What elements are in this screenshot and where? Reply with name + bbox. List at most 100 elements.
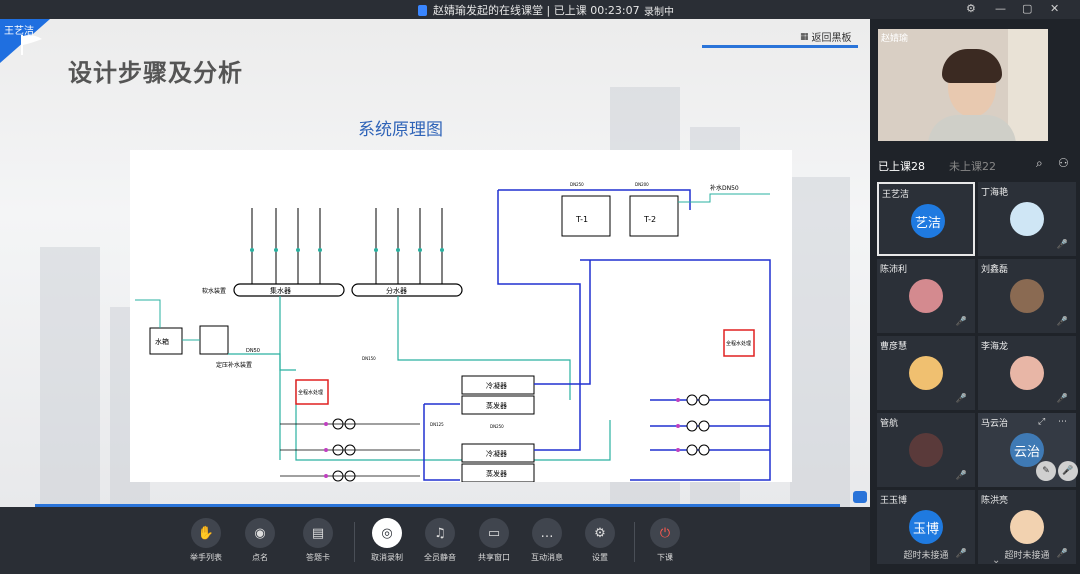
- participant-tile[interactable]: 马云治 云治 ✎ 🎤 ⤢ ⋯: [978, 413, 1078, 487]
- svg-text:定压补水装置: 定压补水装置: [216, 361, 252, 369]
- mic-off-icon: 🎤: [1056, 549, 1068, 559]
- close-icon[interactable]: ✕: [1050, 2, 1060, 15]
- gear-icon: ⚙: [585, 518, 615, 548]
- svg-text:DN50: DN50: [246, 348, 260, 354]
- svg-text:DN200: DN200: [635, 182, 649, 187]
- roll-call-button[interactable]: ◉ 点名: [240, 518, 280, 563]
- end-class-button[interactable]: ⏻ 下课: [645, 518, 685, 563]
- participant-tile[interactable]: 刘鑫磊 🎤: [978, 259, 1076, 333]
- svg-text:DN250: DN250: [570, 182, 584, 187]
- expand-icon[interactable]: ⤢: [1038, 417, 1046, 427]
- avatar: [909, 356, 943, 390]
- diagram-title: 系统原理图: [358, 120, 443, 140]
- interactive-messages-button[interactable]: … 互动消息: [527, 518, 567, 563]
- avatar: [909, 433, 943, 467]
- participant-tile[interactable]: 曹彦慧 🎤: [877, 336, 975, 410]
- svg-text:冷凝器: 冷凝器: [486, 449, 507, 458]
- teacher-name: 赵婧瑜: [881, 34, 909, 44]
- svg-text:集水器: 集水器: [270, 286, 291, 295]
- svg-text:蒸发器: 蒸发器: [486, 401, 507, 410]
- svg-text:DN150: DN150: [362, 356, 376, 361]
- slide-progress-bar: [702, 45, 858, 48]
- title-bar: 赵婧瑜发起的在线课堂 | 已上课 00:23:07 录制中 ⚙ — ▢ ✕: [0, 0, 1080, 19]
- back-to-board-label: 返回黑板: [811, 33, 852, 44]
- settings-icon[interactable]: ⚙: [966, 2, 976, 15]
- mic-off-icon: 🎤: [1056, 394, 1068, 404]
- mic-off-icon: 🎤: [955, 549, 967, 559]
- participant-tile[interactable]: 李海龙 🎤: [978, 336, 1076, 410]
- minimize-icon[interactable]: —: [995, 2, 1006, 15]
- recording-status: 录制中: [644, 7, 674, 18]
- share-screen-icon: ▭: [479, 518, 509, 548]
- participant-tile[interactable]: 王艺洁 艺洁: [877, 182, 975, 256]
- share-window-button[interactable]: ▭ 共享窗口: [474, 518, 514, 563]
- svg-text:补水DN50: 补水DN50: [710, 184, 739, 192]
- svg-text:分水器: 分水器: [386, 286, 407, 295]
- add-user-icon[interactable]: ⚇: [1058, 156, 1069, 170]
- location-icon: ◉: [245, 518, 275, 548]
- raise-hand-list-button[interactable]: ✋ 举手列表: [186, 518, 226, 563]
- mute-all-icon: ♫: [425, 518, 455, 548]
- mic-off-icon[interactable]: 🎤: [1058, 461, 1078, 481]
- svg-text:T-2: T-2: [643, 215, 656, 224]
- chevron-down-icon[interactable]: ⌄: [992, 555, 1001, 566]
- presenter-name: 王艺洁: [4, 26, 34, 37]
- participant-tile[interactable]: 陈洪亮 超时未接通 🎤: [978, 490, 1076, 564]
- mic-toggle-icon[interactable]: ✎: [1036, 461, 1056, 481]
- svg-text:蒸发器: 蒸发器: [486, 469, 507, 478]
- lock-icon: [418, 4, 427, 16]
- svg-text:软水装置: 软水装置: [202, 287, 226, 295]
- mic-off-icon: 🎤: [955, 471, 967, 481]
- svg-text:全程水处理: 全程水处理: [726, 340, 751, 347]
- participant-tabs: 已上课28 未上课22: [878, 158, 996, 174]
- avatar: 玉博: [909, 510, 943, 544]
- more-icon[interactable]: ⋯: [1058, 417, 1067, 427]
- avatar: 艺洁: [911, 204, 945, 238]
- flag-icon: [21, 35, 42, 55]
- grid-icon: ▦: [800, 31, 809, 42]
- mic-off-icon: 🎤: [955, 317, 967, 327]
- mic-off-icon: 🎤: [1056, 317, 1068, 327]
- back-to-board-button[interactable]: ▦ 返回黑板: [800, 29, 852, 45]
- maximize-icon[interactable]: ▢: [1022, 2, 1033, 15]
- answer-card-button[interactable]: ▤ 答题卡: [298, 518, 338, 563]
- tab-not-joined[interactable]: 未上课22: [949, 160, 996, 173]
- session-title: 赵婧瑜发起的在线课堂 | 已上课 00:23:07: [433, 4, 640, 17]
- mic-off-icon: 🎤: [955, 394, 967, 404]
- answer-card-icon: ▤: [303, 518, 333, 548]
- collector-manifold: [233, 283, 345, 297]
- slide-title: 设计步骤及分析: [68, 58, 243, 87]
- svg-text:水箱: 水箱: [155, 337, 169, 346]
- svg-text:T-1: T-1: [575, 215, 588, 224]
- avatar: [1010, 279, 1044, 313]
- distributor-manifold: [351, 283, 463, 297]
- search-icon[interactable]: ⌕: [1036, 156, 1043, 170]
- bottom-toolbar: ✋ 举手列表 ◉ 点名 ▤ 答题卡 ◎ 取消录制 ♫ 全员静音 ▭ 共享窗口 ……: [0, 507, 870, 574]
- record-icon: ◎: [372, 518, 402, 548]
- connection-status: 超时未接通: [903, 551, 949, 561]
- svg-text:冷凝器: 冷凝器: [486, 381, 507, 390]
- playback-progress: [35, 504, 840, 507]
- avatar: [1010, 202, 1044, 236]
- tab-joined[interactable]: 已上课28: [878, 160, 925, 173]
- participants-panel: 赵婧瑜 已上课28 未上课22 ⌕ ⚇ 王艺洁 艺洁 丁海艳 🎤 陈沛利 🎤 刘…: [870, 19, 1080, 574]
- mute-all-button[interactable]: ♫ 全员静音: [420, 518, 460, 563]
- cancel-recording-button[interactable]: ◎ 取消录制: [367, 518, 407, 563]
- teacher-video[interactable]: 赵婧瑜: [878, 29, 1048, 141]
- session-info: 赵婧瑜发起的在线课堂 | 已上课 00:23:07: [418, 2, 640, 18]
- chat-bubble-icon[interactable]: [853, 491, 867, 503]
- chat-icon: …: [532, 518, 562, 548]
- participant-tile[interactable]: 管航 🎤: [877, 413, 975, 487]
- avatar: [909, 279, 943, 313]
- svg-text:DN125: DN125: [430, 422, 444, 427]
- participant-tile[interactable]: 王玉博 玉博 超时未接通 🎤: [877, 490, 975, 564]
- avatar: 云治: [1010, 433, 1044, 467]
- participant-tile[interactable]: 丁海艳 🎤: [978, 182, 1076, 256]
- svg-text:全程水处理: 全程水处理: [298, 389, 323, 396]
- settings-button[interactable]: ⚙ 设置: [580, 518, 620, 563]
- connection-status: 超时未接通: [1004, 551, 1050, 561]
- system-schematic: 集水器 分水器 水箱 定压补水装置 软水装置 DN50: [130, 150, 792, 483]
- avatar: [1010, 356, 1044, 390]
- mic-off-icon: 🎤: [1056, 240, 1068, 250]
- participant-tile[interactable]: 陈沛利 🎤: [877, 259, 975, 333]
